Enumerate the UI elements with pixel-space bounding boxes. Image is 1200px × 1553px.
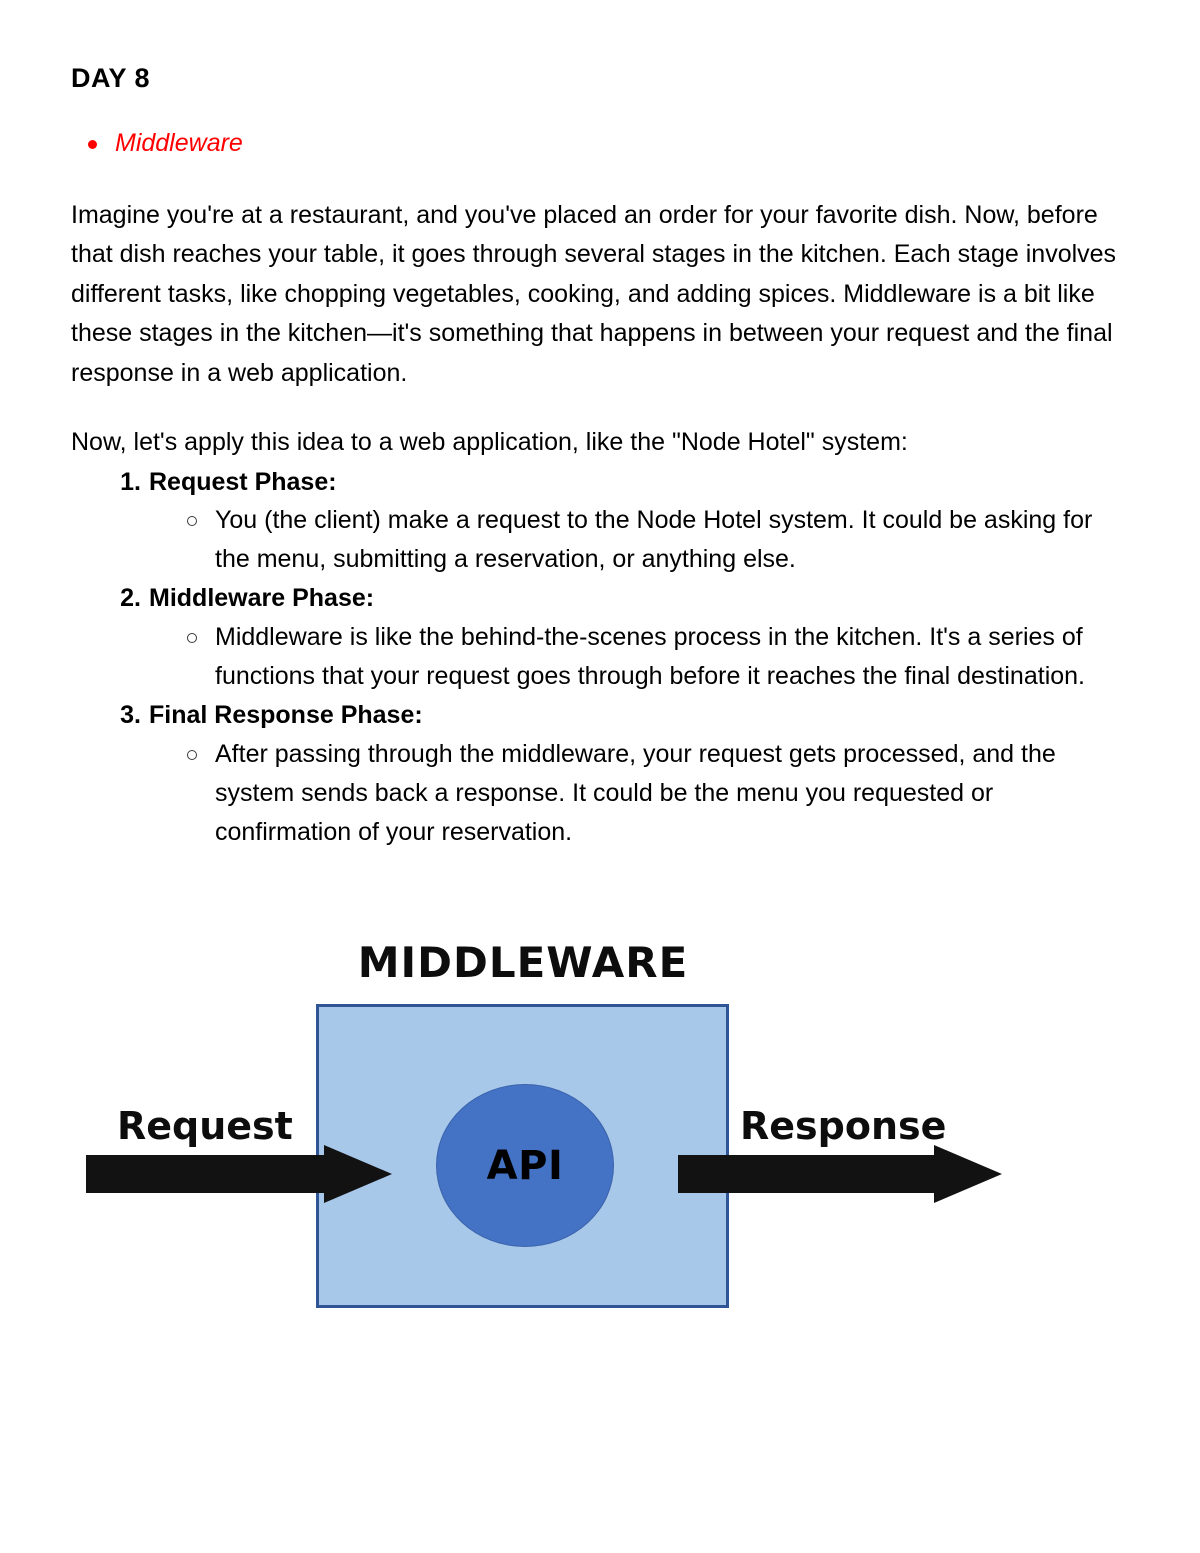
- phase-title-request: 1. Request Phase:: [111, 463, 1131, 502]
- phase-item-middleware: 2. Middleware Phase: Middleware is like …: [111, 579, 1131, 696]
- phase-number: 3.: [120, 701, 141, 730]
- topic-bullet-label: Middleware: [115, 129, 243, 158]
- response-arrow-icon: [678, 1145, 1002, 1203]
- phase-detail-item: You (the client) make a request to the N…: [187, 501, 1131, 579]
- phase-item-request: 1. Request Phase: You (the client) make …: [111, 463, 1131, 580]
- document-content: DAY 8 Middleware Imagine you're at a res…: [71, 62, 1131, 852]
- diagram-title: MIDDLEWARE: [357, 938, 689, 987]
- api-node: API: [436, 1084, 614, 1247]
- api-node-label: API: [486, 1142, 564, 1189]
- page-title: DAY 8: [71, 63, 151, 93]
- request-arrow-icon: [86, 1145, 392, 1203]
- phase-list: 1. Request Phase: You (the client) make …: [71, 463, 1131, 852]
- phase-detail-list: You (the client) make a request to the N…: [111, 501, 1131, 579]
- phase-item-final-response: 3. Final Response Phase: After passing t…: [111, 696, 1131, 852]
- paragraph-lead-in: Now, let's apply this idea to a web appl…: [71, 428, 908, 457]
- phase-title-label: Request Phase:: [149, 467, 337, 496]
- response-label: Response: [740, 1104, 947, 1148]
- phase-number: 1.: [120, 467, 141, 496]
- phase-detail-item: Middleware is like the behind-the-scenes…: [187, 618, 1131, 696]
- phase-detail-list: Middleware is like the behind-the-scenes…: [111, 618, 1131, 696]
- phase-detail-list: After passing through the middleware, yo…: [111, 735, 1131, 852]
- topic-bullet-list: Middleware: [71, 128, 1131, 159]
- phase-title-label: Final Response Phase:: [149, 701, 423, 730]
- phase-title-label: Middleware Phase:: [149, 584, 375, 613]
- request-label: Request: [117, 1104, 293, 1148]
- phase-number: 2.: [120, 584, 141, 613]
- phase-detail-item: After passing through the middleware, yo…: [187, 735, 1131, 852]
- phase-title-final-response: 3. Final Response Phase:: [111, 696, 1131, 735]
- phase-title-middleware: 2. Middleware Phase:: [111, 579, 1131, 618]
- paragraph-intro: Imagine you're at a restaurant, and you'…: [71, 200, 1117, 387]
- topic-bullet-middleware: Middleware: [88, 128, 1131, 159]
